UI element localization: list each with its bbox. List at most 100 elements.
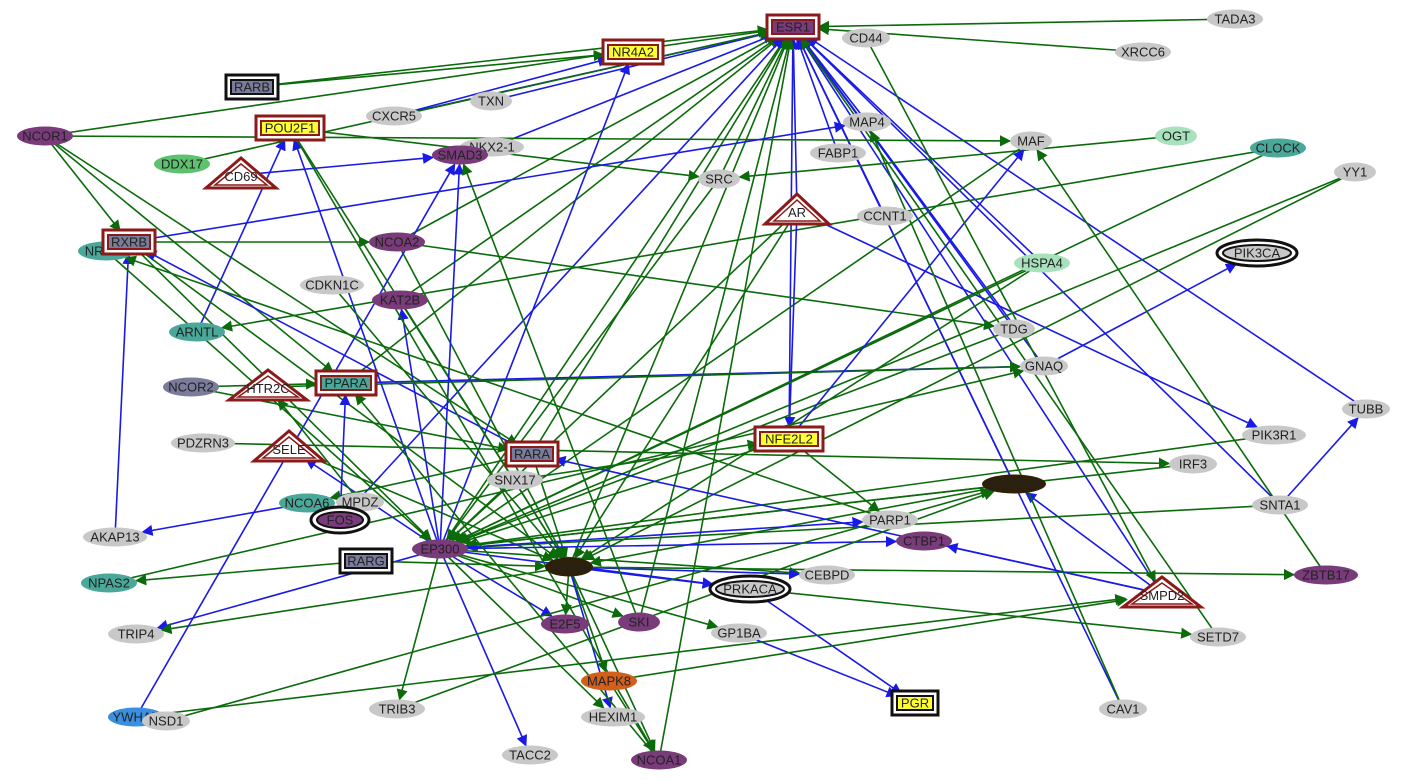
- node-irf3[interactable]: IRF3: [1169, 454, 1217, 474]
- node-pik3r1[interactable]: PIK3R1: [1242, 425, 1306, 445]
- node-htr2c[interactable]: HTR2C: [224, 368, 312, 402]
- node-e2f5[interactable]: E2F5: [541, 614, 589, 634]
- node-tdg[interactable]: TDG: [993, 319, 1035, 339]
- node-shape: [81, 573, 137, 593]
- node-ar[interactable]: AR: [761, 191, 833, 226]
- node-ski[interactable]: SKI: [618, 612, 660, 632]
- node-cdkn1c[interactable]: CDKN1C: [300, 275, 364, 295]
- node-akap13[interactable]: AKAP13: [83, 527, 147, 547]
- edge-ep300-tacc2: [439, 548, 527, 747]
- edge-nfe2l2-ep300: [459, 438, 790, 545]
- edge-yy1-rela: [582, 171, 1356, 561]
- node-shape: [1207, 9, 1263, 29]
- node-cxcr5[interactable]: CXCR5: [366, 106, 422, 126]
- node-rela[interactable]: RELA: [545, 557, 593, 577]
- node-label: GNAQ: [1025, 359, 1063, 374]
- node-rarg[interactable]: RARG: [338, 547, 394, 575]
- node-trib3[interactable]: TRIB3: [369, 699, 425, 719]
- node-rarb[interactable]: RARB: [224, 73, 280, 101]
- node-prkaca[interactable]: PRKACA: [708, 574, 792, 604]
- node-zbtb17[interactable]: ZBTB17: [1294, 565, 1358, 585]
- node-label: TADA3: [1215, 12, 1256, 27]
- node-clock[interactable]: CLOCK: [1250, 138, 1306, 158]
- node-nr4a2[interactable]: NR4A2: [601, 38, 665, 66]
- node-cav1[interactable]: CAV1: [1099, 699, 1147, 719]
- node-label: NCOA2: [375, 235, 420, 250]
- node-shape: [1242, 425, 1306, 445]
- edge-ncoa2-tdg: [396, 241, 996, 331]
- node-snta1[interactable]: SNTA1: [1252, 495, 1308, 515]
- edge-ar-pik3r1: [796, 210, 1258, 428]
- node-parp1[interactable]: PARP1: [862, 510, 918, 530]
- node-shape: [1334, 162, 1376, 182]
- node-gnaq[interactable]: GNAQ: [1020, 356, 1068, 376]
- edge-ar-nfe2l2: [784, 210, 798, 429]
- node-ppara[interactable]: PPARA: [314, 369, 378, 397]
- edge-htr2c-gnaq: [267, 361, 1022, 388]
- node-src[interactable]: SRC: [698, 169, 740, 189]
- node-mapk8[interactable]: MAPK8: [581, 671, 637, 691]
- node-ncoa1[interactable]: NCOA1: [631, 750, 687, 770]
- node-ncoa2[interactable]: NCOA2: [369, 232, 425, 252]
- node-nsd1[interactable]: NSD1: [142, 711, 190, 731]
- node-ogt[interactable]: OGT: [1155, 126, 1197, 146]
- node-rxrb[interactable]: RXRB: [101, 228, 157, 256]
- node-shape: [169, 322, 225, 342]
- node-tubb[interactable]: TUBB: [1342, 399, 1390, 419]
- node-cebpd[interactable]: CEBPD: [799, 565, 855, 585]
- node-map3k8[interactable]: MAP3K8: [982, 474, 1046, 494]
- edge-ppara-esr1: [345, 36, 781, 384]
- node-rara[interactable]: RARA: [504, 440, 560, 468]
- node-ncoa6[interactable]: NCOA6: [279, 493, 335, 513]
- node-tada3[interactable]: TADA3: [1207, 9, 1263, 29]
- node-snx17[interactable]: SNX17: [487, 470, 543, 490]
- node-cd44[interactable]: CD44: [842, 28, 890, 48]
- node-label: CEBPD: [805, 568, 850, 583]
- node-fabp1[interactable]: FABP1: [810, 143, 866, 163]
- node-label: PDZRN3: [177, 436, 229, 451]
- node-esr1[interactable]: ESR1: [765, 13, 821, 41]
- node-pou2f1[interactable]: POU2F1: [254, 114, 326, 142]
- node-hexim1[interactable]: HEXIM1: [581, 707, 645, 727]
- node-ep300[interactable]: EP300: [412, 539, 468, 559]
- node-kat2b[interactable]: KAT2B: [372, 290, 428, 310]
- node-inner-triangle: [235, 375, 301, 398]
- node-txn[interactable]: TXN: [470, 91, 512, 111]
- node-cd69[interactable]: CD69: [201, 156, 281, 190]
- node-maf[interactable]: MAF: [1010, 131, 1052, 151]
- node-label: CDKN1C: [305, 278, 358, 293]
- node-ctbp1[interactable]: CTBP1: [896, 531, 952, 551]
- node-tacc2[interactable]: TACC2: [502, 745, 558, 765]
- edge-prkaca-pgr: [749, 588, 903, 695]
- edge-rarg-npas2: [135, 560, 367, 586]
- node-pik3ca[interactable]: PIK3CA: [1215, 238, 1299, 268]
- node-ccnt1[interactable]: CCNT1: [857, 206, 913, 226]
- node-map4[interactable]: MAP4: [843, 112, 891, 132]
- edge-cxcr5-nr4a2: [393, 55, 610, 117]
- node-arntl[interactable]: ARNTL: [169, 322, 225, 342]
- node-label: CTBP1: [903, 534, 945, 549]
- edge-ncor1-ppara: [44, 135, 334, 373]
- node-yy1[interactable]: YY1: [1334, 162, 1376, 182]
- node-ddx17[interactable]: DDX17: [154, 154, 210, 174]
- node-setd7[interactable]: SETD7: [1190, 627, 1246, 647]
- node-shape: [369, 699, 425, 719]
- node-smpd2[interactable]: SMPD2: [1118, 575, 1206, 609]
- edge-cav1-map4: [869, 130, 1124, 710]
- node-gp1ba[interactable]: GP1BA: [711, 623, 767, 643]
- node-xrcc6[interactable]: XRCC6: [1115, 42, 1171, 62]
- node-shape: [698, 169, 740, 189]
- node-ncor2[interactable]: NCOR2: [163, 377, 219, 397]
- edge-mapk8-smpd2: [608, 595, 1128, 682]
- node-ncor1[interactable]: NCOR1: [17, 126, 73, 146]
- node-pgr[interactable]: PGR: [890, 689, 940, 717]
- node-smad3[interactable]: SMAD3: [432, 145, 488, 165]
- node-pdzrn3[interactable]: PDZRN3: [171, 433, 235, 453]
- node-npas2[interactable]: NPAS2: [81, 573, 137, 593]
- node-trip4[interactable]: TRIP4: [108, 624, 164, 644]
- edge-snta1-tubb: [1279, 417, 1359, 506]
- node-nfe2l2[interactable]: NFE2L2: [753, 425, 825, 453]
- node-sele[interactable]: SELE: [249, 429, 329, 463]
- node-hspa4[interactable]: HSPA4: [1014, 253, 1070, 273]
- node-fos[interactable]: FOS: [309, 505, 371, 535]
